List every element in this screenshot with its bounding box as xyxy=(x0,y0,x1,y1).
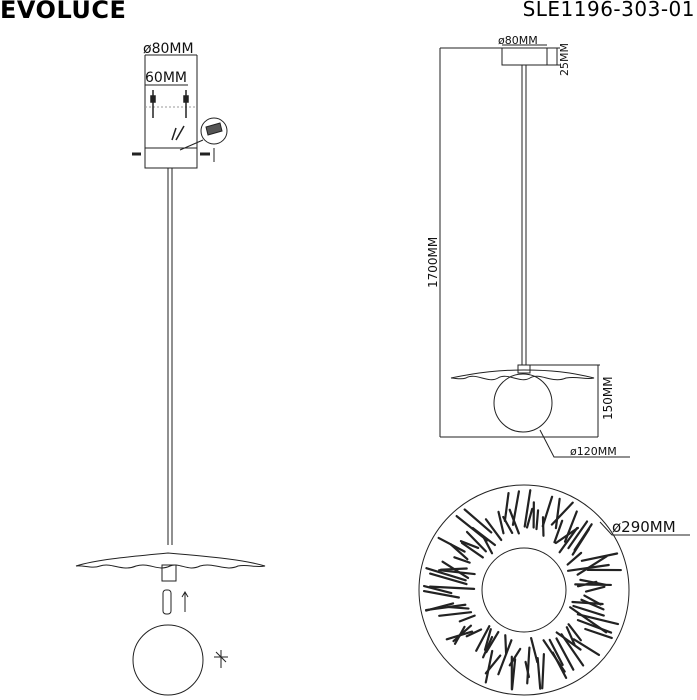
shade-rib xyxy=(438,611,473,617)
shade-rib xyxy=(524,660,531,679)
shade-rib xyxy=(483,628,492,651)
shade-rib xyxy=(438,569,476,576)
globe-icon xyxy=(493,373,553,433)
shade-rib xyxy=(571,600,604,606)
shade-rib xyxy=(485,630,500,654)
shade-rib xyxy=(571,528,591,556)
shade-rib xyxy=(458,614,476,623)
shade-rib xyxy=(482,536,494,555)
shade-rib xyxy=(555,637,575,671)
shade-rib xyxy=(453,625,466,645)
shade-height-label: 150MM xyxy=(601,376,615,420)
shade-rib xyxy=(463,508,493,534)
shade-rib xyxy=(572,604,605,617)
shade-rib xyxy=(558,527,579,554)
shade-rib xyxy=(460,541,484,559)
shade-rib xyxy=(567,623,582,642)
shade-rib xyxy=(526,646,531,685)
canopy-assembly-view xyxy=(132,54,228,169)
shade-rib xyxy=(452,624,473,643)
rotate-icon xyxy=(214,650,228,668)
shade-rib xyxy=(576,555,608,576)
terminal-block-detail-icon xyxy=(200,117,228,145)
shade-rib xyxy=(542,639,566,673)
screw-icon xyxy=(183,90,189,118)
shade-rib xyxy=(475,625,491,652)
shade-rib xyxy=(576,619,613,634)
shade-rib xyxy=(504,634,508,656)
shade-rib xyxy=(439,567,468,571)
shade-rib xyxy=(523,489,532,528)
model-number: SLE1196-303-01 xyxy=(522,0,695,21)
brand-logo: EVOLUCE xyxy=(0,0,127,24)
canopy-height-label: 25MM xyxy=(558,43,571,76)
shade-rib xyxy=(471,526,497,547)
shade-rib xyxy=(429,572,468,586)
shade-rib xyxy=(422,584,453,595)
side-elevation xyxy=(439,44,630,458)
canopy-icon xyxy=(144,147,198,169)
shade-rib xyxy=(497,639,513,676)
mount-spacing-label: 60MM xyxy=(145,70,187,86)
screw-icon xyxy=(150,90,156,118)
shade-rib xyxy=(502,515,514,535)
shade-rib xyxy=(484,518,503,542)
canopy-diameter-label: ø80MM xyxy=(498,34,538,47)
shade-rib xyxy=(459,540,480,550)
shade-rib xyxy=(503,491,510,522)
shade-diameter-label: ø290MM xyxy=(612,518,676,536)
shade-rib xyxy=(525,507,534,529)
shade-rib xyxy=(425,602,455,612)
shade-rib xyxy=(555,631,582,651)
shade-rib xyxy=(437,536,466,553)
wire-icon xyxy=(171,125,185,141)
shade-rib xyxy=(576,613,620,626)
total-height-label: 1700MM xyxy=(426,237,440,288)
shade-rib xyxy=(550,501,574,526)
shade-rib xyxy=(565,626,576,646)
shade-rib xyxy=(548,638,564,666)
shade-rib xyxy=(541,495,554,528)
shade-rib xyxy=(465,530,487,553)
shade-rib xyxy=(584,627,613,640)
shade-rib xyxy=(566,551,583,566)
shade-icon xyxy=(75,552,266,569)
shade-rib xyxy=(484,649,494,684)
globe-diameter-label: ø120MM xyxy=(570,445,617,458)
shade-rib xyxy=(576,580,598,588)
socket-icon xyxy=(161,564,177,582)
globe-icon xyxy=(132,624,204,696)
shade-rib xyxy=(563,510,578,543)
shade-rib xyxy=(422,590,460,599)
shade-rib xyxy=(425,567,467,582)
shade-rib xyxy=(580,552,619,562)
shade-rib xyxy=(580,598,605,611)
shade-rib xyxy=(465,628,483,638)
shade-rib xyxy=(567,520,589,550)
shade-icon xyxy=(450,369,595,381)
canopy-diameter-label: ø80MM xyxy=(143,41,194,57)
shade-rib xyxy=(541,653,545,690)
shade-rib xyxy=(530,636,539,664)
shade-rib xyxy=(572,638,601,657)
shade-top-view xyxy=(418,484,690,696)
shade-rib xyxy=(497,510,505,535)
bulb-icon xyxy=(162,589,172,615)
shade-rib xyxy=(554,497,561,530)
shade-rib xyxy=(428,585,476,591)
shade-rib xyxy=(453,556,471,564)
shade-rib xyxy=(536,657,542,690)
shade-rib xyxy=(482,635,494,659)
canopy-icon xyxy=(501,47,548,66)
shade-rib xyxy=(508,508,520,535)
shade-rib xyxy=(553,519,564,544)
shade-rib xyxy=(584,585,606,593)
shade-rib xyxy=(535,509,540,531)
